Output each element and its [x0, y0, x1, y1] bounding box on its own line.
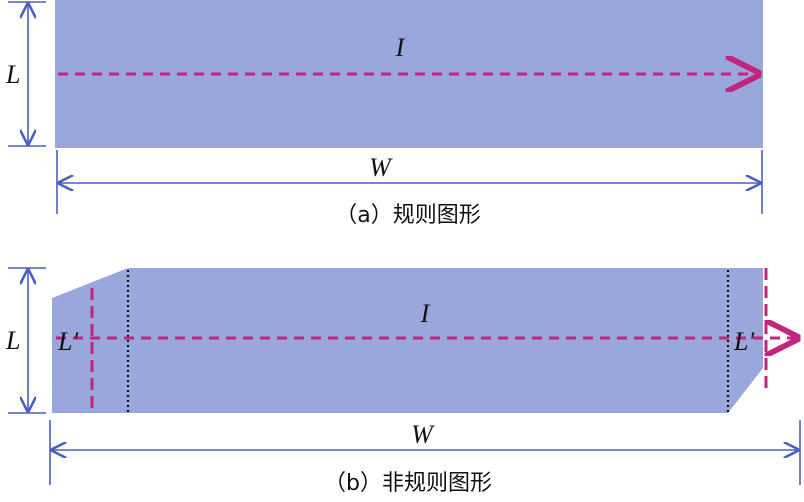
current-label-a: I [395, 33, 406, 62]
left-extra-label: L′ [57, 327, 78, 356]
panel-b: I L′ L′ L W （b）非规则图形 [5, 267, 801, 496]
width-label-a: W [369, 153, 393, 182]
height-label-b: L [5, 326, 20, 355]
height-label-a: L [5, 60, 20, 89]
right-extra-label: L′ [733, 327, 754, 356]
caption-a: （a）规则图形 [335, 203, 480, 228]
caption-b: （b）非规则图形 [324, 471, 492, 496]
width-label-b: W [411, 420, 435, 449]
irregular-shape [52, 268, 763, 413]
panel-a: I L W （a）规则图形 [5, 0, 763, 228]
current-label-b: I [420, 299, 431, 328]
